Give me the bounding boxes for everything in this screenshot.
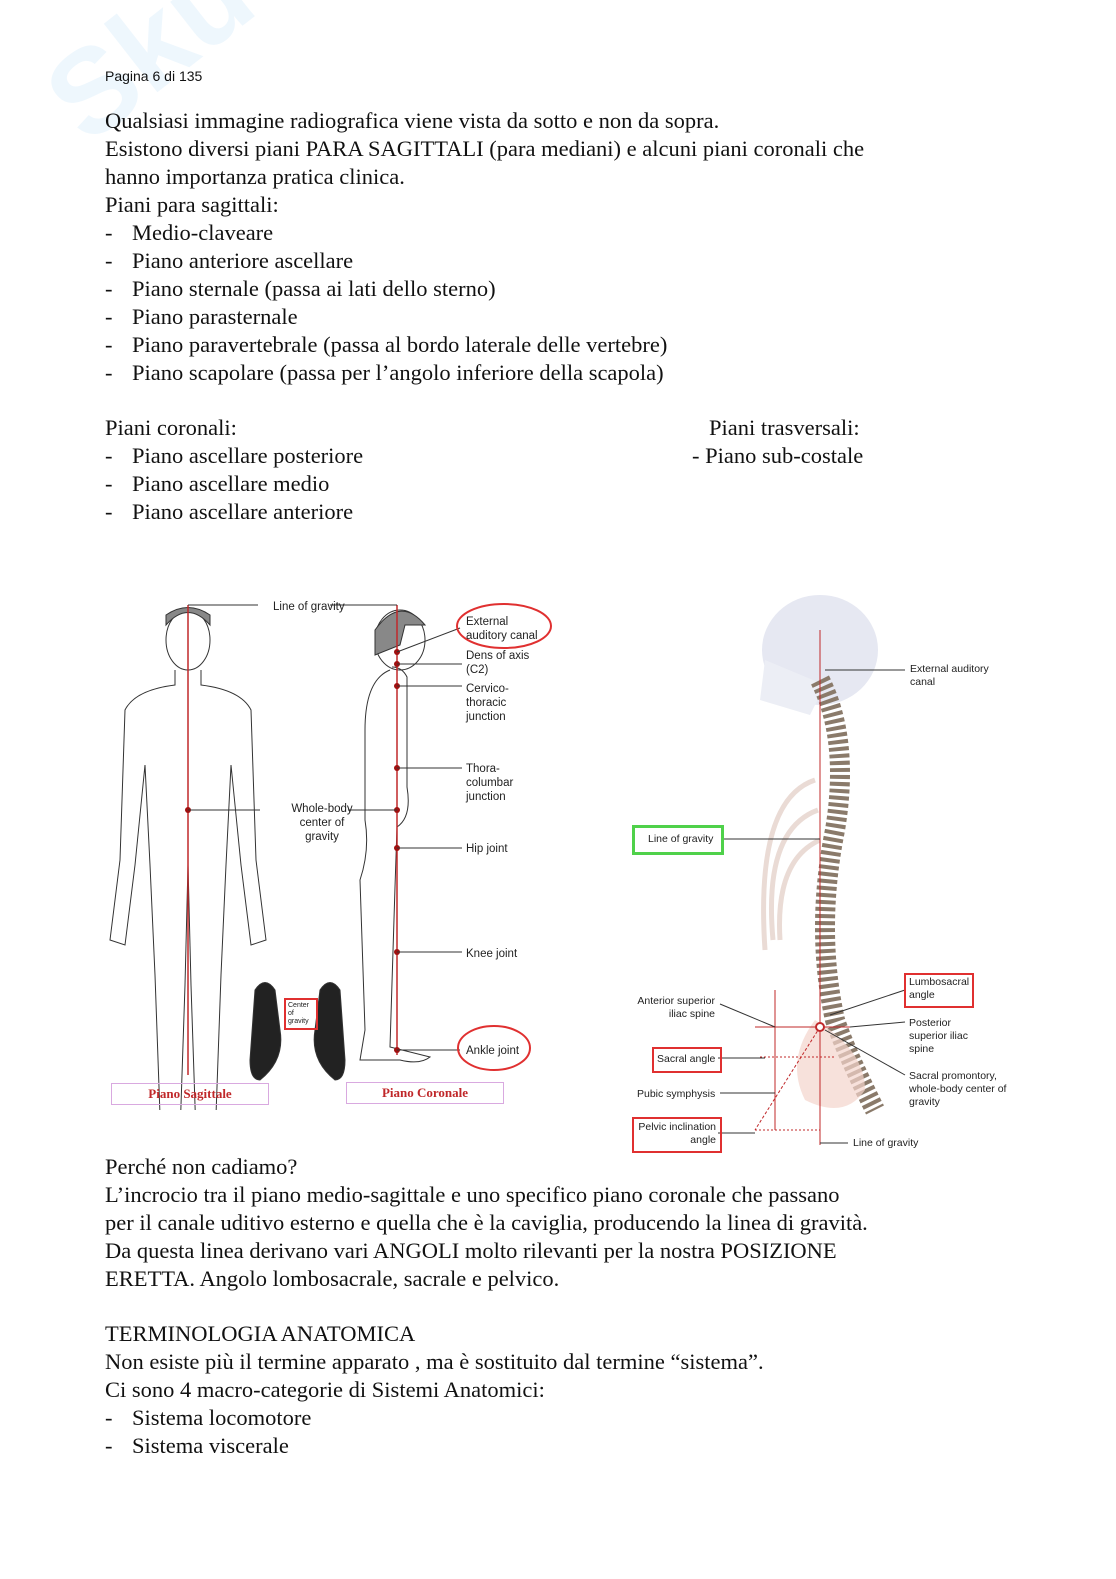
list-item: -Piano ascellare anteriore [105,499,354,524]
hip-joint-label: Hip joint [466,843,508,855]
transverse-list: Piani trasversali: - Piano sub-costale [692,414,863,470]
paragraph-line: hanno importanza pratica clinica. [105,164,405,189]
asis-label: Anterior superior iliac spine [637,995,715,1020]
sacral-angle-box [652,1047,722,1073]
line-of-gravity-bottom-label: Line of gravity [853,1137,919,1149]
pelvic-angle-box [632,1117,722,1153]
intro-block: Qualsiasi immagine radiografica viene vi… [105,107,864,387]
paragraph-line: ERETTA. Angolo lombosacrale, sacrale e p… [105,1266,560,1291]
list-item: -Piano scapolare (passa per l’angolo inf… [105,360,664,385]
list-item: -Sistema viscerale [105,1433,289,1458]
terminology-section: TERMINOLOGIA ANATOMICA Non esiste più il… [105,1320,764,1460]
page-number: Pagina 6 di 135 [105,68,203,84]
body-paragraph: Perché non cadiamo? L’incrocio tra il pi… [105,1153,868,1293]
lumbosacral-label: Lumbosacral angle [909,976,970,1001]
line-of-gravity-box [632,825,724,855]
body-outline-drawing [109,603,552,1110]
cervicothoracic-label: Cervico-thoracic junction [466,683,509,723]
lumbosacral-box [904,973,974,1008]
line-of-gravity-label: Line of gravity [273,601,345,613]
section-heading: TERMINOLOGIA ANATOMICA [105,1321,416,1346]
paragraph-line: Piani para sagittali: [105,192,279,217]
pelvic-angle-label: Pelvic inclination angle [638,1121,716,1146]
thoracolumbar-label: Thora-columbar junction [466,763,514,803]
paragraph-line: Esistono diversi piani PARA SAGITTALI (p… [105,136,865,161]
list-item: -Piano ascellare posteriore [105,443,364,468]
paragraph-line: Perché non cadiamo? [105,1154,298,1179]
dens-axis-label: Dens of axis (C2) [466,650,530,676]
list-title: Piani coronali: [105,415,237,440]
list-title: Piani trasversali: [709,415,860,440]
posture-figure: Line of gravity Whole-body center of gra… [100,590,560,1110]
coronal-list: Piani coronali: -Piano ascellare posteri… [105,414,363,526]
list-item: -Medio-claveare [105,220,274,245]
spine-drawing [718,595,906,1145]
paragraph-line: Qualsiasi immagine radiografica viene vi… [105,108,720,133]
paragraph-line: L’incrocio tra il piano medio-sagittale … [105,1182,840,1207]
list-item: - Piano sub-costale [692,443,864,468]
paragraph-line: per il canale uditivo esterno e quella c… [105,1210,868,1235]
center-of-gravity-label: Whole-body center of gravity [291,803,353,843]
list-item: -Piano sternale (passa ai lati dello ste… [105,276,496,301]
knee-joint-label: Knee joint [466,948,518,960]
pubic-symphysis-label: Pubic symphysis [637,1088,716,1100]
paragraph-line: Non esiste più il termine apparato , ma … [105,1349,764,1374]
list-item: -Piano anteriore ascellare [105,248,354,273]
paragraph-line: Da questa linea derivano vari ANGOLI mol… [105,1238,837,1263]
external-auditory-canal-label: External auditory canal [910,663,989,688]
list-item: -Piano paravertebrale (passa al bordo la… [105,332,668,357]
feet-center-label: Center of gravity [284,998,318,1030]
paragraph-line: Ci sono 4 macro-categorie di Sistemi Ana… [105,1377,545,1402]
line-of-gravity-label: Line of gravity [648,833,714,845]
list-item: -Piano ascellare medio [105,471,330,496]
caption-sagittal: Piano Sagittale [111,1083,269,1105]
sacral-promontory-label: Sacral promontory, whole-body center of … [909,1070,1007,1108]
external-auditory-canal-label: External auditory canal [466,616,538,642]
caption-coronal: Piano Coronale [346,1082,504,1104]
spine-figure: External auditory canal Line of gravity … [620,590,1020,1160]
list-item: -Piano parasternale [105,304,298,329]
list-item: -Sistema locomotore [105,1405,312,1430]
ankle-joint-label: Ankle joint [466,1045,520,1057]
sacral-angle-label: Sacral angle [657,1053,716,1065]
psis-label: Posterior superior iliac spine [909,1017,968,1055]
